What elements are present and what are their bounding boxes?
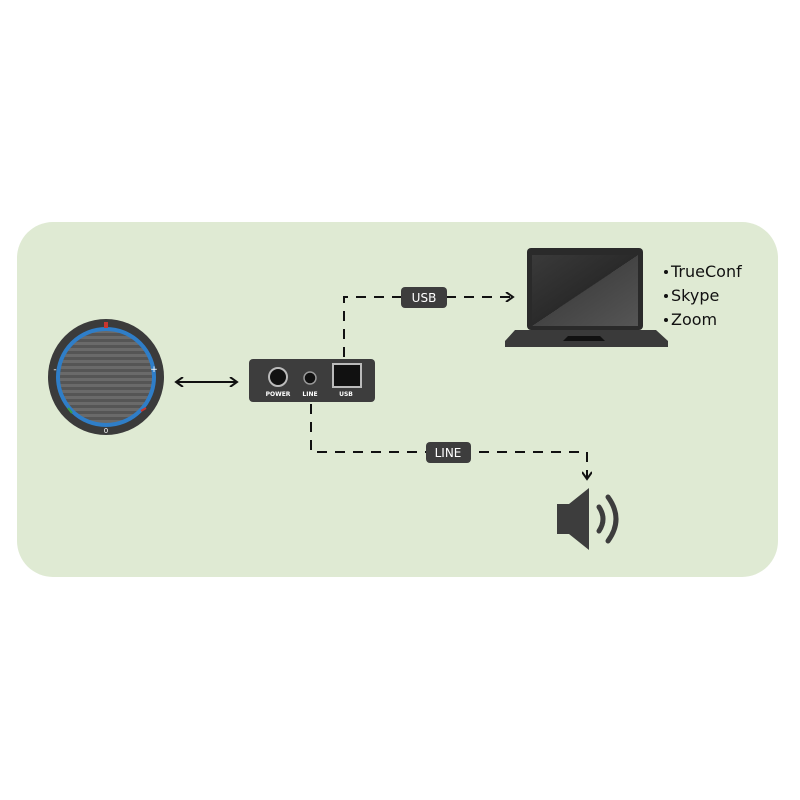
- volume-down-mark: -: [53, 365, 56, 375]
- software-item: Skype: [671, 286, 719, 305]
- usb-port: [332, 363, 362, 388]
- laptop-icon: [505, 248, 668, 347]
- line-jack: [303, 371, 317, 385]
- bottom-mark: 0: [104, 427, 108, 435]
- software-list: TrueConf Skype Zoom: [664, 262, 742, 329]
- power-label: POWER: [266, 391, 291, 398]
- line-label: LINE: [302, 391, 317, 398]
- line-connection-label: LINE: [435, 446, 462, 460]
- usb-connection-label: USB: [412, 291, 437, 305]
- speakerphone: - + 0: [48, 319, 164, 435]
- call-answer-icon: [67, 407, 73, 414]
- software-item: Zoom: [671, 310, 717, 329]
- usb-label: USB: [339, 391, 353, 398]
- call-end-icon: [140, 407, 147, 412]
- usb-connection-line: [343, 297, 513, 357]
- mute-icon: [104, 322, 108, 328]
- loudspeaker-icon: [557, 488, 619, 550]
- software-item: TrueConf: [670, 262, 742, 281]
- interface-box: POWER LINE USB: [249, 359, 375, 402]
- volume-up-mark: +: [150, 365, 158, 375]
- power-jack: [268, 367, 288, 387]
